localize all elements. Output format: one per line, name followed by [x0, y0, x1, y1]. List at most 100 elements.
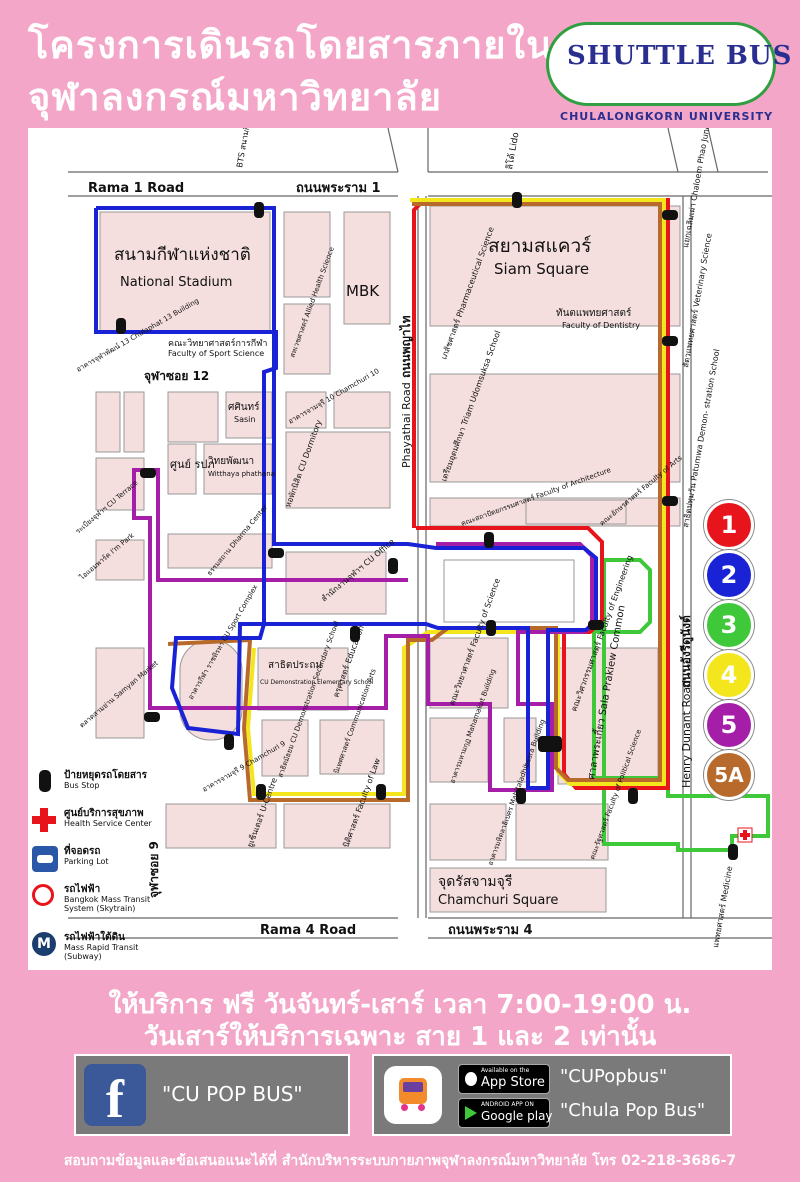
- stadium-en-label: National Stadium: [120, 275, 232, 290]
- facebook-icon: f: [84, 1064, 146, 1129]
- medicine-label: แพทยศาสตร์ Medicine: [710, 865, 734, 948]
- title-line-1: โครงการเดินรถโดยสารภายใน: [28, 23, 554, 67]
- campus-map: Rama 1 Road ถนนพระราม 1 Rama 4 Road ถนนพ…: [28, 128, 772, 970]
- legend-bts-th: รถไฟฟ้า: [64, 884, 101, 895]
- route-badge-2: 2: [704, 550, 754, 600]
- bus-stops: [116, 192, 738, 860]
- saturday-notice: วันเสาร์ให้บริการเฉพาะ สาย 1 และ 2 เท่าน…: [143, 1022, 657, 1052]
- title-line-2: จุฬาลงกรณ์มหาวิทยาลัย: [28, 75, 443, 119]
- apple-icon: [465, 1072, 477, 1086]
- header: โครงการเดินรถโดยสารภายใน จุฬาลงกรณ์มหาวิ…: [0, 0, 800, 130]
- google-play-button[interactable]: ANDROID APP ON Google play: [458, 1098, 553, 1128]
- app-store-small-text: Available on the: [481, 1067, 530, 1074]
- facebook-page-name: "CU POP BUS": [162, 1082, 303, 1106]
- bus-stop: [662, 496, 678, 506]
- app-card[interactable]: Available on the App Store ANDROID APP O…: [372, 1054, 732, 1136]
- sport-en-label: Faculty of Sport Science: [168, 349, 264, 358]
- bus-stop: [512, 192, 522, 208]
- siam-th-label: สยามสแควร์: [488, 235, 591, 257]
- legend-parking-th: ที่จอดรถ: [64, 846, 101, 857]
- legend-mrt-en: Mass Rapid Transit (Subway): [64, 943, 139, 961]
- witthaya-en-label: Witthaya phathana: [208, 470, 275, 478]
- bus-stop: [256, 784, 266, 800]
- route-badge-5: 5: [704, 700, 754, 750]
- parking-car-icon: [32, 846, 58, 872]
- bus-stop: [254, 202, 264, 218]
- bus-stop: [116, 318, 126, 334]
- rama1-en-label: Rama 1 Road: [88, 181, 184, 196]
- app-name-1: "CUPopbus": [560, 1066, 668, 1087]
- legend-bts-en: Bangkok Mass Transit System (Skytrain): [64, 895, 151, 913]
- henry-th-label: ถนนอังรีดูนังต์: [679, 615, 694, 688]
- sport-th-label: คณะวิทยาศาสตร์การกีฬา: [168, 337, 267, 349]
- app-store-text: App Store: [481, 1075, 545, 1090]
- stadium-th-label: สนามกีฬาแห่งชาติ: [114, 245, 251, 265]
- route-badge-5a: 5A: [704, 750, 754, 800]
- henry-en-label: Henry Dunant Road: [680, 680, 693, 788]
- health-cross-icon: [32, 808, 58, 834]
- chamchuri-square-en-label: Chamchuri Square: [438, 893, 558, 908]
- legend-bus-stop: ป้ายหยุดรถโดยสาร Bus Stop: [32, 768, 172, 802]
- buildings: [95, 205, 681, 913]
- veterinary-label: สัตวแพทยศาสตร์ Veterinary Science: [680, 232, 714, 368]
- bus-stop: [484, 532, 494, 548]
- bus-stop: [516, 788, 526, 804]
- patumwan-label: สาธิตปทุมวัน Patumwa Demon- stration Sch…: [681, 348, 721, 528]
- dentistry-th-label: ทันตแพทยศาสตร์: [556, 307, 632, 319]
- legend-parking-en: Parking Lot: [64, 857, 109, 866]
- bts-icon: [32, 884, 58, 910]
- siam-en-label: Siam Square: [494, 260, 589, 278]
- legend-health: ศูนย์บริการสุขภาพ Health Service Center: [32, 806, 172, 840]
- contact-note: สอบถามข้อมูลและข้อเสนอแนะได้ที่ สำนักบริ…: [63, 1153, 737, 1169]
- bus-stop: [268, 548, 284, 558]
- bus-app-icon: [384, 1066, 442, 1124]
- sasin-th-label: ศศินทร์: [228, 401, 260, 413]
- satit-elementary-en-label: CU Demonstration Elementary School: [260, 679, 374, 686]
- app-name-2: "Chula Pop Bus": [560, 1100, 706, 1121]
- rama1-th-label: ถนนพระราม 1: [296, 181, 381, 196]
- bus-stop: [588, 620, 604, 630]
- legend-health-en: Health Service Center: [64, 819, 152, 828]
- service-hours: ให้บริการ ฟรี วันจันทร์-เสาร์ เวลา 7:00-…: [108, 990, 692, 1020]
- bus-stop: [662, 210, 678, 220]
- bus-stop: [486, 620, 496, 636]
- bus-stop: [350, 626, 360, 642]
- google-play-text: Google play: [481, 1109, 553, 1123]
- route-badge-3: 3: [704, 600, 754, 650]
- chamchuri-square-th-label: จุดรัสจามจุรี: [438, 874, 513, 890]
- satit-elementary-th-label: สาธิตประถม: [268, 660, 322, 671]
- google-small-text: ANDROID APP ON: [481, 1101, 534, 1108]
- app-store-button[interactable]: Available on the App Store: [458, 1064, 550, 1094]
- play-icon: [465, 1106, 477, 1120]
- bus-stop: [728, 844, 738, 860]
- chaloem-phao-label: แยกเฉลิมเผ่า Chaloem Phao Junction: [681, 128, 714, 248]
- map-legend: ป้ายหยุดรถโดยสาร Bus Stop ศูนย์บริการสุข…: [32, 768, 172, 968]
- legend-parking: ที่จอดรถ Parking Lot: [32, 844, 172, 878]
- bus-stop: [628, 788, 638, 804]
- bus-stop: [140, 468, 156, 478]
- bus-stop: [388, 558, 398, 574]
- dentistry-en-label: Faculty of Dentistry: [562, 321, 640, 330]
- bus-stop: [144, 712, 160, 722]
- bus-stop: [662, 336, 678, 346]
- legend-stop-th: ป้ายหยุดรถโดยสาร: [64, 770, 148, 781]
- mbk-label: MBK: [346, 282, 380, 300]
- route-5a-line: [167, 202, 662, 802]
- bus-stop: [538, 736, 562, 752]
- witthaya-th-label: วิทยพัฒนา: [208, 456, 255, 467]
- mrt-icon: M: [32, 932, 58, 958]
- bus-stop: [376, 784, 386, 800]
- rama4-th-label: ถนนพระราม 4: [448, 923, 533, 938]
- facebook-card[interactable]: f "CU POP BUS": [74, 1054, 350, 1136]
- phayathai-en-label: Phayathai Road: [400, 382, 413, 468]
- legend-stop-en: Bus Stop: [64, 781, 100, 790]
- legend-health-th: ศูนย์บริการสุขภาพ: [64, 808, 144, 819]
- shuttle-bus-logo: SHUTTLE BUS: [546, 22, 791, 106]
- route-2-line: [94, 206, 598, 790]
- bus-stop: [224, 734, 234, 750]
- bus-stop-icon: [32, 770, 58, 796]
- soi12-label: จุฬาซอย 12: [144, 369, 209, 384]
- sasin-en-label: Sasin: [234, 415, 255, 424]
- legend-bts: รถไฟฟ้า Bangkok Mass Transit System (Sky…: [32, 882, 172, 926]
- lido-label: ลิโด้ Lido: [504, 131, 521, 171]
